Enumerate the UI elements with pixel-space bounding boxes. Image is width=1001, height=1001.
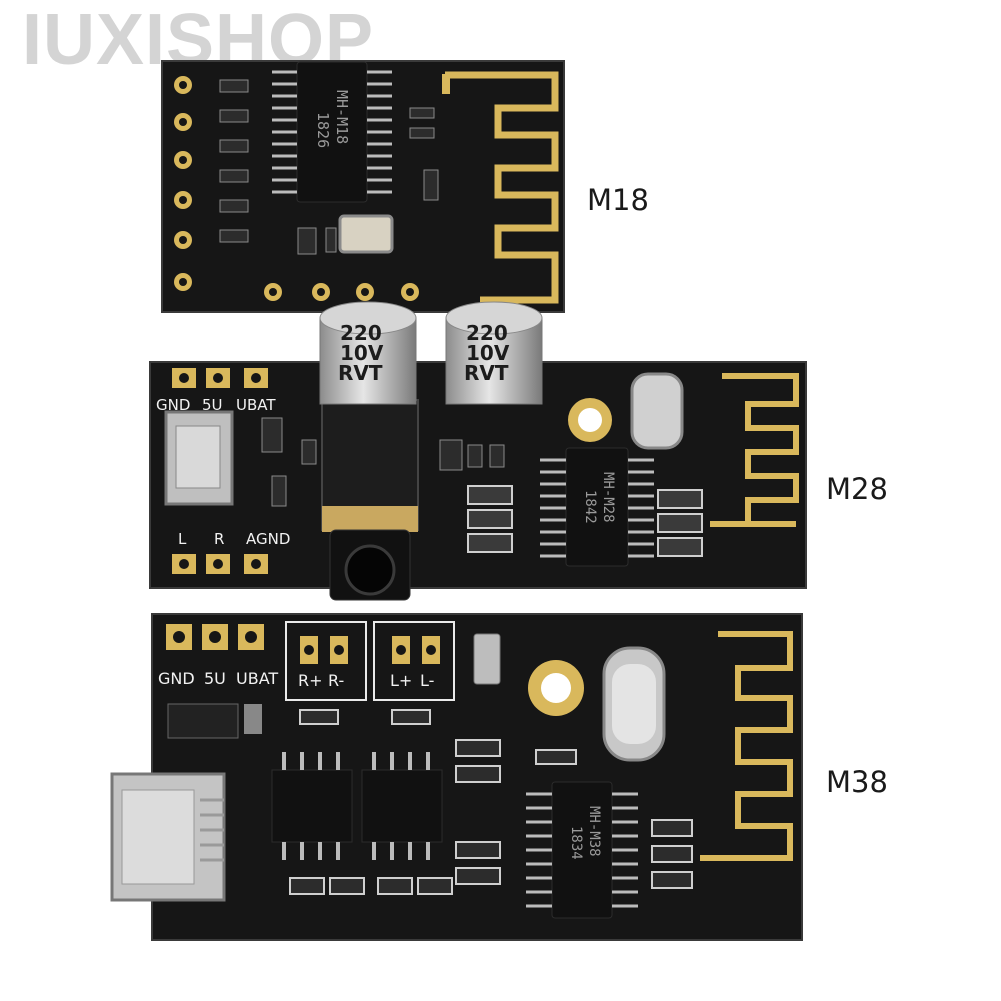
m38-chip-marking-1: MH-M38 <box>586 806 602 857</box>
cap2-value: 220 <box>466 321 508 345</box>
m28-l-label: L <box>178 530 187 548</box>
m38-lplus-label: L+ <box>390 671 412 690</box>
cap1-voltage: 10V <box>340 341 384 365</box>
m28-chip-marking-2: 1842 <box>582 490 598 524</box>
m28-gnd-label: GND <box>156 396 190 414</box>
m28-agnd-label: AGND <box>246 530 290 548</box>
cap1-value: 220 <box>340 321 382 345</box>
m28-capacitor-2: 220 10V RVT <box>445 301 543 405</box>
m18-chip-marking-2: 1826 <box>314 112 332 148</box>
cap2-voltage: 10V <box>466 341 510 365</box>
m38-gnd-label: GND <box>158 669 195 688</box>
cap1-brand: RVT <box>338 361 383 385</box>
m38-rplus-label: R+ <box>298 671 323 690</box>
m28-5v-label: 5U <box>202 396 223 414</box>
m28-board: GND 5U UBAT L R AGND 220 10V RVT <box>149 301 807 601</box>
module-label-m18: M18 <box>587 183 649 217</box>
m18-chip-marking-1: MH-M18 <box>333 90 351 144</box>
m38-rminus-label: R- <box>328 671 344 690</box>
module-label-m38: M38 <box>826 765 888 799</box>
m28-capacitor-1: 220 10V RVT <box>319 301 417 405</box>
m38-5v-label: 5U <box>204 669 226 688</box>
module-label-m28: M28 <box>826 472 888 506</box>
m38-board: GND 5U UBAT R+ R- L+ L- <box>110 613 803 941</box>
m28-r-label: R <box>214 530 224 548</box>
m38-lminus-label: L- <box>420 671 434 690</box>
m18-board: MH-M18 1826 <box>161 60 565 313</box>
m38-chip-marking-2: 1834 <box>568 826 584 860</box>
cap2-brand: RVT <box>464 361 509 385</box>
m28-vbat-label: UBAT <box>236 396 276 414</box>
m38-vbat-label: UBAT <box>236 669 278 688</box>
m28-chip-marking-1: MH-M28 <box>600 472 616 523</box>
